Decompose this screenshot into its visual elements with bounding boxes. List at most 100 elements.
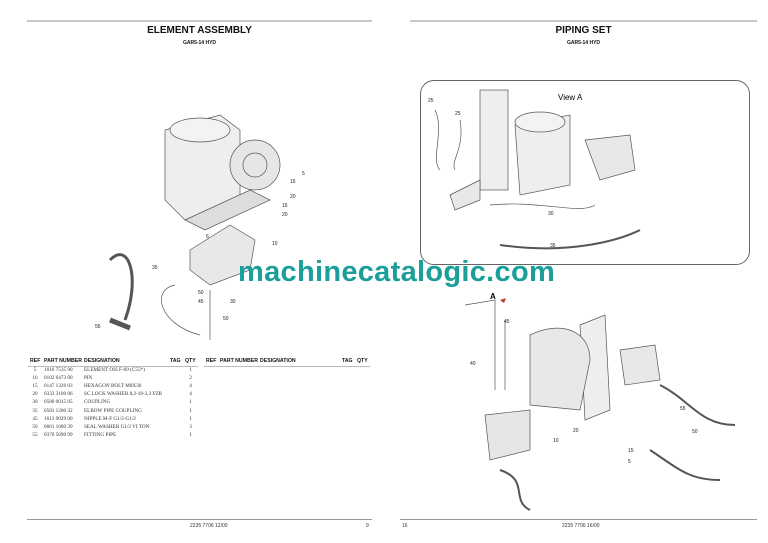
cell-qty: 3 xyxy=(189,423,192,430)
callout-label: 55 xyxy=(95,324,101,330)
table-row: 20 0333 3100 06 SC LOCK WASHER 8,2-18-2,3 … xyxy=(28,390,198,398)
page-subtitle-left: GAR5-14 HYD xyxy=(182,40,217,46)
cell-tag xyxy=(168,406,183,414)
callout-label: 50 xyxy=(223,316,229,322)
callout-label: 45 xyxy=(198,299,204,305)
cell-ref: 45 xyxy=(32,415,38,422)
piping-set-diagram: View A 25 25 30 35 40 45 55 20 50 15 5 1… xyxy=(428,89,736,511)
page-number-right: 16 xyxy=(402,523,408,529)
callout-label: 50 xyxy=(198,290,204,296)
cell-part: 0147 1326 03 xyxy=(44,383,73,390)
cell-tag xyxy=(168,382,183,390)
cell-desig: COUPLING xyxy=(84,399,111,406)
footer-rule-right xyxy=(400,519,757,520)
col-designation: DESIGNATION xyxy=(82,357,168,367)
callout-label: 20 xyxy=(290,194,296,200)
cell-part: 0581 1200 32 xyxy=(44,407,73,414)
col-ref: REF xyxy=(28,357,42,367)
footer-rule-left xyxy=(27,519,372,520)
cell-ref: 50 xyxy=(32,423,38,430)
cell-part: 0661 1000 39 xyxy=(44,423,73,430)
element-assembly-diagram: 5 15 20 15 20 6 10 35 50 45 30 55 50 xyxy=(95,114,305,340)
callout-label: 50 xyxy=(692,429,698,435)
callout-label: 40 xyxy=(470,361,476,367)
cell-qty: 1 xyxy=(189,431,192,438)
footer-code-left: 2235 7706 12/00 xyxy=(190,523,228,529)
callout-label: 35 xyxy=(550,243,556,249)
callout-label: 10 xyxy=(553,438,559,444)
callout-label: 20 xyxy=(573,428,579,434)
cell-part: 1613 9029 00 xyxy=(44,415,73,422)
col-qty: QTY xyxy=(183,357,198,367)
page-subtitle-right: GAR5-14 HYD xyxy=(566,40,601,46)
callout-label: 25 xyxy=(455,111,461,117)
cell-desig: SEAL WASHER G1/2 VI TON xyxy=(84,423,150,430)
cell-ref: 35 xyxy=(32,407,38,414)
cell-qty: 1 xyxy=(189,367,192,374)
cell-tag xyxy=(168,431,183,439)
cell-desig: SC LOCK WASHER 8,2-18-2,3 FZB xyxy=(84,391,163,398)
callout-label: 35 xyxy=(152,265,158,271)
header-rule-left xyxy=(27,20,372,22)
cell-desig: PIN xyxy=(84,375,93,382)
callout-label: 25 xyxy=(428,98,434,104)
cell-ref: 20 xyxy=(32,391,38,398)
callout-label: 6 xyxy=(206,234,209,240)
col-part-number: PART NUMBER xyxy=(42,357,82,367)
cell-tag xyxy=(168,398,183,406)
page-number-left: 9 xyxy=(366,523,369,529)
view-a-frame xyxy=(420,80,750,265)
parts-table-left: REF PART NUMBER DESIGNATION TAG QTY 5 161… xyxy=(28,357,198,439)
callout-label: 15 xyxy=(290,179,296,185)
cell-ref: 55 xyxy=(32,431,38,438)
cell-ref: 15 xyxy=(32,383,38,390)
cell-desig: ELBOW PIPE COUPLING xyxy=(84,407,142,414)
cell-ref: 5 xyxy=(33,367,37,374)
cell-qty: 1 xyxy=(189,399,192,406)
col-tag: TAG xyxy=(168,357,183,367)
cell-ref: 30 xyxy=(32,399,38,406)
cell-desig: NIPPLE M-F G1/2-G1/2 xyxy=(84,415,136,422)
footer-code-right: 2235 7706 16/00 xyxy=(562,523,600,529)
callout-label: 30 xyxy=(230,299,236,305)
page-title-left: ELEMENT ASSEMBLY xyxy=(147,25,252,36)
cell-desig: FITTING PIPE xyxy=(84,431,117,438)
cell-part: 0580 0015 05 xyxy=(44,399,73,406)
table-row: 5 1616 7535 90 ELEMENT OIS F-09 (C55*) 1 xyxy=(28,366,198,374)
cell-tag xyxy=(168,390,183,398)
cell-qty: 2 xyxy=(189,375,192,382)
cell-tag xyxy=(168,423,183,431)
col-part-number: PART NUMBER xyxy=(218,357,258,367)
cell-tag xyxy=(168,366,183,374)
cell-part: 0102 6473 00 xyxy=(44,375,73,382)
cell-ref: 10 xyxy=(32,375,38,382)
page-title-right: PIPING SET xyxy=(555,25,612,36)
cell-part: 1616 7535 90 xyxy=(44,367,73,374)
col-ref: REF xyxy=(204,357,218,367)
watermark: machinecatalogic.com xyxy=(238,256,556,288)
cell-qty: 1 xyxy=(189,407,192,414)
callout-label: 55 xyxy=(680,406,686,412)
cell-part: 0333 3100 06 xyxy=(44,391,73,398)
cell-part: 0370 5090 99 xyxy=(44,431,73,438)
callout-label: 20 xyxy=(282,212,288,218)
callout-label: 30 xyxy=(548,211,554,217)
cell-tag xyxy=(168,415,183,423)
callout-label: 10 xyxy=(272,241,278,247)
callout-label: 5 xyxy=(628,459,631,465)
view-a-marker: A xyxy=(490,292,496,301)
table-row: 35 0581 1200 32 ELBOW PIPE COUPLING 1 xyxy=(28,406,198,414)
col-designation: DESIGNATION xyxy=(258,357,340,367)
callout-label: 15 xyxy=(282,203,288,209)
view-arrow-icon xyxy=(500,298,506,303)
view-a-label: View A xyxy=(558,93,583,102)
col-tag: TAG xyxy=(340,357,355,367)
cell-desig: ELEMENT OIS F-09 (C55*) xyxy=(84,367,145,374)
cell-desig: HEXAGON BOLT M8X30 xyxy=(84,383,142,390)
header-rule-right xyxy=(410,20,757,22)
table-row: 30 0580 0015 05 COUPLING 1 xyxy=(28,398,198,406)
parts-table-right: REF PART NUMBER DESIGNATION TAG QTY xyxy=(204,357,370,367)
table-row: 50 0661 1000 39 SEAL WASHER G1/2 VI TON 3 xyxy=(28,423,198,431)
